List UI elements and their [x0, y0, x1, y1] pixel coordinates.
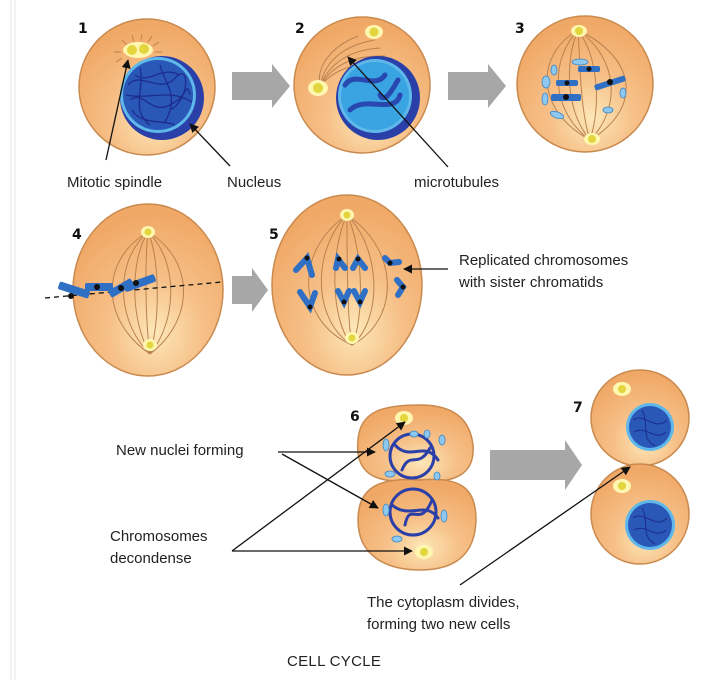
- chromosomes-label-line1: Chromosomes: [110, 528, 208, 545]
- new-nuclei-label: New nuclei forming: [116, 442, 244, 459]
- stage-2-cell: [293, 16, 431, 154]
- arrow-stage-1-to-2: [232, 64, 290, 108]
- centrosome-icon: [415, 545, 433, 559]
- metaphase-plate-line: [44, 281, 223, 299]
- new-nuclei-pointer-bottom: [281, 453, 379, 509]
- centrosome-icon: [345, 332, 359, 344]
- cytoplasm-label-line1: The cytoplasm divides,: [367, 594, 520, 611]
- arrow-stage-4-to-5: [232, 268, 268, 312]
- centrosome-icon: [571, 25, 587, 37]
- left-border-line: [10, 0, 12, 680]
- chromosomes-label-line2: decondense: [110, 550, 192, 567]
- stage-1-number: 1: [78, 21, 88, 37]
- centrosome-icon: [613, 479, 631, 493]
- centrosome-icon: [365, 25, 383, 39]
- centrosome-icon: [613, 382, 631, 396]
- arrow-stage-2-to-3: [448, 64, 506, 108]
- fragment-icons: [382, 429, 448, 543]
- stage-3-cell: [516, 15, 654, 153]
- chromosomes-pointer-top: [231, 421, 406, 552]
- left-border-line-inner: [14, 0, 16, 680]
- nucleus-icon: [336, 56, 420, 140]
- mitotic-spindle-pointer: [105, 59, 131, 161]
- centrosome-icon: [141, 226, 155, 238]
- nucleus-icon: [120, 56, 204, 140]
- stage-6-number: 6: [350, 409, 360, 425]
- centrosome-icon: [308, 80, 328, 96]
- stage-7-cell-top: [590, 369, 690, 467]
- centrosome-icon: [584, 133, 600, 145]
- fragment-icons: [541, 58, 627, 120]
- chromosome-icon: [551, 66, 626, 101]
- cytoplasm-pointer: [459, 466, 631, 586]
- arrow-stage-6-to-7: [490, 440, 582, 490]
- spindle-fibers: [308, 214, 388, 346]
- centrosome-icon: [340, 209, 354, 221]
- stage-6-cell: [356, 404, 477, 571]
- cytoplasm-label-line2: forming two new cells: [367, 616, 510, 633]
- centrosome-icon: [143, 339, 157, 351]
- stage-7-cell-bottom: [590, 463, 690, 565]
- stage-5-cell: [271, 194, 423, 376]
- nucleus-icon: [625, 500, 675, 550]
- stage-1-cell: [78, 18, 216, 156]
- diagram-title: CELL CYCLE: [287, 653, 381, 670]
- stage-4-cell: [44, 203, 224, 377]
- stage-2-number: 2: [295, 21, 305, 37]
- replicated-chromosomes-label-line2: with sister chromatids: [458, 274, 603, 291]
- centromere-dots: [304, 255, 406, 310]
- stage-4-number: 4: [72, 227, 82, 243]
- nucleus-icon: [626, 403, 674, 451]
- microtubules-pointer: [347, 56, 449, 168]
- stage-7-number: 7: [573, 400, 583, 416]
- nucleus-label: Nucleus: [227, 174, 281, 191]
- microtubules-label: microtubules: [414, 174, 499, 191]
- mitotic-spindle-label: Mitotic spindle: [67, 174, 162, 191]
- chromosome-icon: [58, 274, 156, 299]
- nucleus-pointer: [189, 123, 231, 167]
- replicated-chromosomes-label-line1: Replicated chromosomes: [459, 252, 628, 269]
- stage-5-number: 5: [269, 227, 279, 243]
- stage-3-number: 3: [515, 21, 525, 37]
